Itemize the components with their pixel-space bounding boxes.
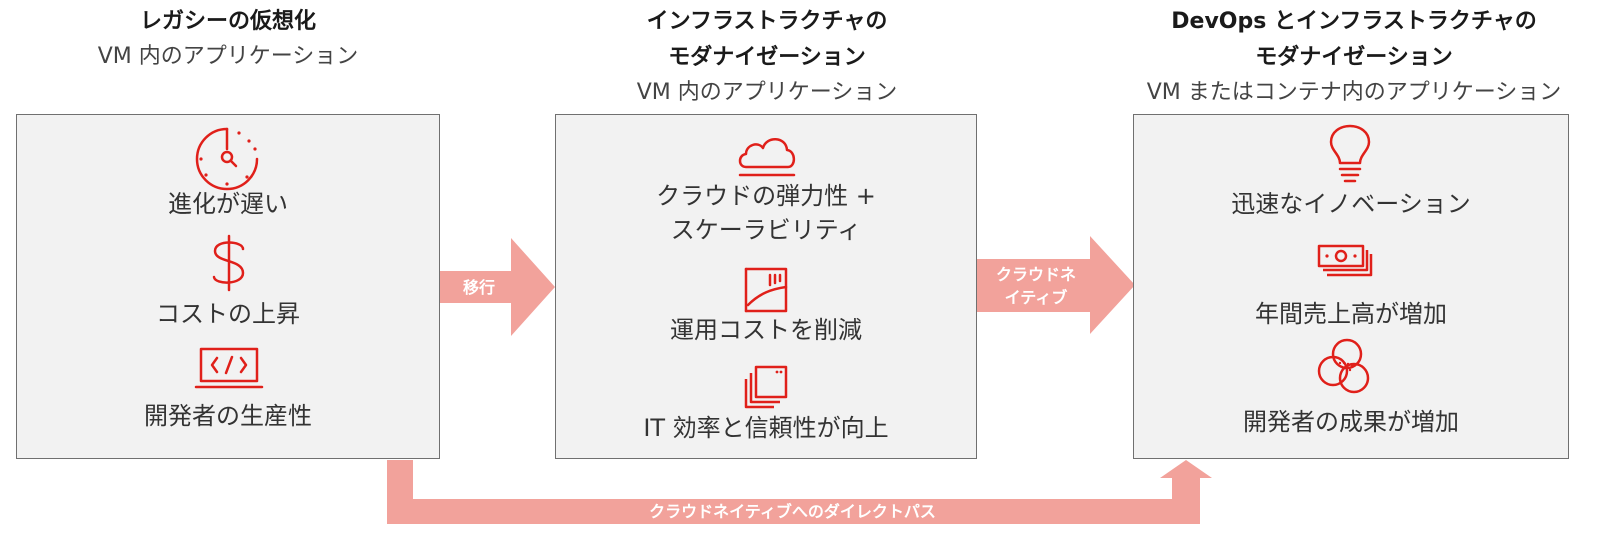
- item-label: 年間売上高が増加: [1255, 300, 1447, 328]
- column-2-subtitle: VM 内のアプリケーション: [636, 80, 898, 105]
- column-1-title: レガシーの仮想化: [139, 9, 316, 34]
- item-label: 進化が遅い: [168, 190, 288, 218]
- column-2-heading: インフラストラクチャの モダナイゼーション VM 内のアプリケーション: [555, 4, 979, 110]
- overlapping-circles-icon: [1317, 338, 1370, 394]
- item-label: 運用コストを削減: [670, 316, 862, 344]
- direct-path-arrow: [387, 460, 1212, 524]
- devops-box: 迅速なイノベーション 年間売上高が増加 開発者の成果が増加: [1133, 114, 1569, 459]
- column-2-title-line2: モダナイゼーション: [668, 45, 866, 70]
- column-3-subtitle: VM またはコンテナ内のアプリケーション: [1146, 80, 1562, 105]
- column-1-subtitle: VM 内のアプリケーション: [97, 44, 359, 69]
- modernization-box: クラウドの弾力性 + スケーラビリティ 運用コストを削減 IT 効率と信頼性が向…: [555, 114, 977, 459]
- dollar-icon: [212, 234, 245, 292]
- cloud-native-arrow: [977, 236, 1135, 334]
- column-2-title: インフラストラクチャの: [646, 9, 888, 34]
- migrate-arrow: [438, 238, 555, 336]
- column-1-heading: レガシーの仮想化 VM 内のアプリケーション: [16, 4, 440, 74]
- item-label: 開発者の生産性: [144, 402, 312, 430]
- code-laptop-icon: [194, 347, 264, 389]
- cloud-icon: [738, 138, 796, 177]
- column-3-heading: DevOps とインフラストラクチャの モダナイゼーション VM またはコンテナ…: [1112, 4, 1596, 110]
- cloud-native-arrow-label-line1: クラウドネ: [995, 265, 1076, 284]
- legacy-box: 進化が遅い コストの上昇 開発者の生産性: [16, 114, 440, 459]
- migrate-arrow-label: 移行: [462, 278, 495, 297]
- cloud-native-arrow-label-line2: イティブ: [1004, 288, 1068, 307]
- item-label: 迅速なイノベーション: [1231, 190, 1471, 218]
- item-label: 開発者の成果が増加: [1243, 408, 1459, 436]
- stacked-squares-icon: [744, 365, 788, 409]
- item-label-line2: スケーラビリティ: [670, 216, 862, 244]
- item-label: IT 効率と信頼性が向上: [643, 414, 889, 442]
- cost-document-icon: [744, 267, 788, 313]
- column-3-title: DevOps とインフラストラクチャの: [1171, 9, 1537, 34]
- direct-path-arrow-label: クラウドネイティブへのダイレクトパス: [649, 502, 936, 521]
- speedometer-search-icon: [195, 127, 259, 191]
- item-label: コストの上昇: [156, 300, 300, 328]
- item-label: クラウドの弾力性 +: [656, 182, 876, 210]
- column-3-title-line2: モダナイゼーション: [1255, 45, 1453, 70]
- money-stack-icon: [1317, 244, 1373, 277]
- lightbulb-icon: [1329, 124, 1371, 183]
